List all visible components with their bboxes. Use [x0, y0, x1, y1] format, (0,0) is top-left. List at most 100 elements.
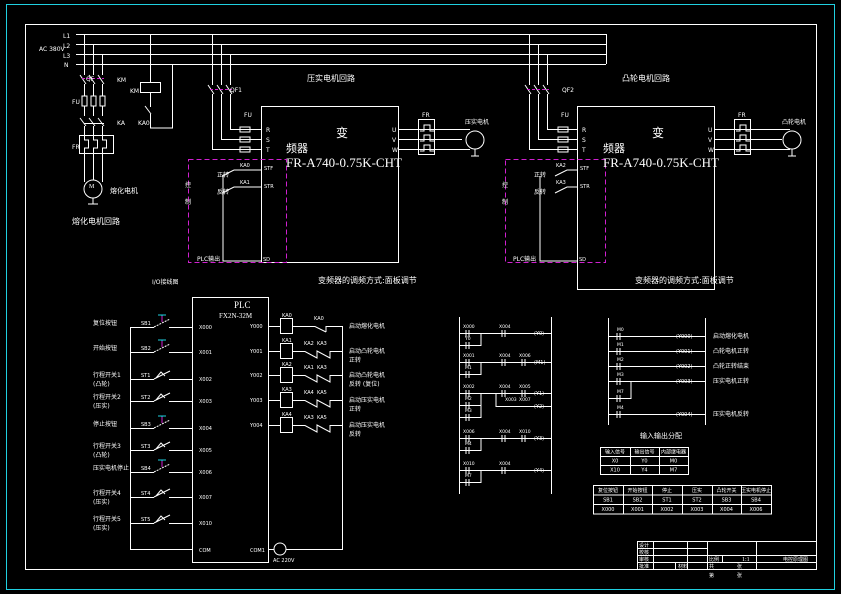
ladder-contact-icon — [521, 435, 526, 442]
ladder-contact-label: X004 — [499, 384, 511, 390]
output-contact: KA3 — [317, 341, 327, 347]
output-contact: KA3 — [304, 415, 314, 421]
ladder-contact-icon — [465, 359, 470, 366]
input-tag: SB3 — [141, 422, 151, 428]
io-table-2: 复位按钮SB1X000开始按钮SB2X001停止ST1X002压实ST2X003… — [593, 485, 772, 515]
input-label: 行程开关3 — [93, 442, 121, 450]
vfd-right-fwd: 正转 — [534, 171, 546, 179]
ladder-contact-label: M1 — [617, 342, 624, 348]
ladder-coil: (Y002) — [676, 364, 693, 370]
tb-check: 校核 — [639, 549, 649, 556]
vfd-left-model: FR-A740-0.75K-CHT — [286, 155, 402, 170]
vfd-right-sd: SD — [579, 257, 586, 263]
table-cell: M7 — [670, 468, 678, 474]
ladder-contact-label: X007 — [519, 397, 531, 403]
vfd-left-box-label: PLC输出 — [197, 255, 220, 263]
vfd-right-term-v: V — [708, 137, 713, 144]
vfd-left-motor-label: 压实电机 — [465, 118, 489, 126]
heater-contactor-label: KM — [117, 77, 126, 84]
output-description: 正转 — [349, 405, 361, 413]
vfd-right-ka3: KA3 — [556, 180, 566, 186]
plc-com1: COM1 — [250, 548, 265, 554]
plc-com: COM — [199, 548, 211, 554]
ladder-coil: (Y004) — [676, 412, 693, 418]
ladder-contact-label: X004 — [499, 461, 511, 467]
limit-switch-icon — [153, 488, 171, 498]
input-label: (压实) — [93, 402, 110, 410]
ladder-contact-label: M4 — [617, 405, 624, 411]
input-label: 停止按钮 — [93, 420, 117, 428]
ladder-contact-icon — [616, 378, 621, 385]
ladder-contact-icon — [465, 435, 470, 442]
output-port: Y000 — [249, 324, 263, 330]
input-label: (压实) — [93, 498, 110, 506]
ladder-description: 凸轮正转结束 — [713, 362, 749, 370]
ladder-branch-label: M3 — [465, 408, 472, 414]
table-cell: SB4 — [751, 498, 761, 504]
ladder-contact-label: X000 — [463, 324, 475, 330]
phase-L3: L3 — [63, 53, 70, 60]
output-port: Y001 — [249, 349, 263, 355]
table-cell: X000 — [602, 507, 615, 513]
vfd-right-motor-label: 凸轮电机 — [782, 118, 806, 126]
ladder-contact-icon — [521, 390, 526, 397]
vfd-right-str: STR — [580, 184, 590, 190]
tb-approve: 批准 — [639, 563, 649, 570]
ladder-contact-label: X003 — [505, 397, 517, 403]
input-tag: ST5 — [141, 517, 150, 523]
ladder-coil: (Y003) — [676, 379, 693, 385]
output-coil: KA4 — [282, 412, 292, 418]
vfd-left-side2: 制 — [185, 198, 191, 206]
plc-title: PLC — [234, 300, 251, 310]
vfd-left-rev: 反转 — [217, 188, 229, 196]
relay-coil-icon — [280, 392, 293, 408]
table-cell: ST2 — [692, 498, 701, 504]
input-tag: SB1 — [141, 321, 151, 327]
ladder-contact-icon — [501, 467, 506, 474]
output-description: 启动压实电机 — [349, 421, 385, 429]
vfd-left-title2: 频器 — [286, 141, 308, 155]
vfd-left-term-w: W — [392, 147, 398, 154]
vfd-right-side2: 制 — [502, 198, 508, 206]
input-label: (压实) — [93, 524, 110, 532]
relay-coil-icon — [280, 417, 293, 433]
table-cell: 输入信号 — [605, 449, 625, 456]
ladder-contact-label: M3 — [617, 372, 624, 378]
ladder-description: 压实电机反转 — [713, 410, 749, 418]
io-diagram-title: I/O接线图 — [152, 278, 179, 286]
ladder-contact-icon — [501, 390, 506, 397]
vfd-left-ka0: KA0 — [240, 163, 250, 169]
input-port: X002 — [199, 377, 212, 383]
output-description: 启动凸轮电机 — [349, 347, 385, 355]
tb-design: 设计 — [639, 542, 649, 549]
ladder-branch-label: M4 — [465, 441, 472, 447]
table-cell: Y4 — [640, 468, 647, 474]
vfd-left-control-box — [188, 159, 287, 263]
ladder-rung: M0(Y000)启动熔化电机 — [608, 327, 749, 340]
input-label: 开始按钮 — [93, 344, 117, 352]
ladder-coil: (Y4) — [534, 468, 544, 474]
ladder-contact-label: X004 — [499, 429, 511, 435]
table-cell: SB3 — [722, 498, 732, 504]
input-label: 复位按钮 — [93, 319, 117, 327]
limit-switch-icon — [153, 392, 171, 402]
ladder-branch-label: M7 — [465, 473, 472, 479]
heater-breaker: QF — [86, 76, 95, 83]
plc-supply: AC 220V — [273, 558, 295, 564]
ladder-right: M0(Y000)启动熔化电机M1(Y001)凸轮电机正转M2(Y002)凸轮正转… — [608, 318, 749, 425]
vfd-right-box-label: PLC输出 — [513, 255, 536, 263]
output-description: 启动压实电机 — [349, 396, 385, 404]
output-port: Y004 — [249, 423, 263, 429]
table-cell: ST1 — [662, 498, 671, 504]
vfd-right-model: FR-A740-0.75K-CHT — [603, 155, 719, 170]
ladder-contact-label: X005 — [519, 384, 531, 390]
ladder-contact-label: X002 — [463, 384, 475, 390]
